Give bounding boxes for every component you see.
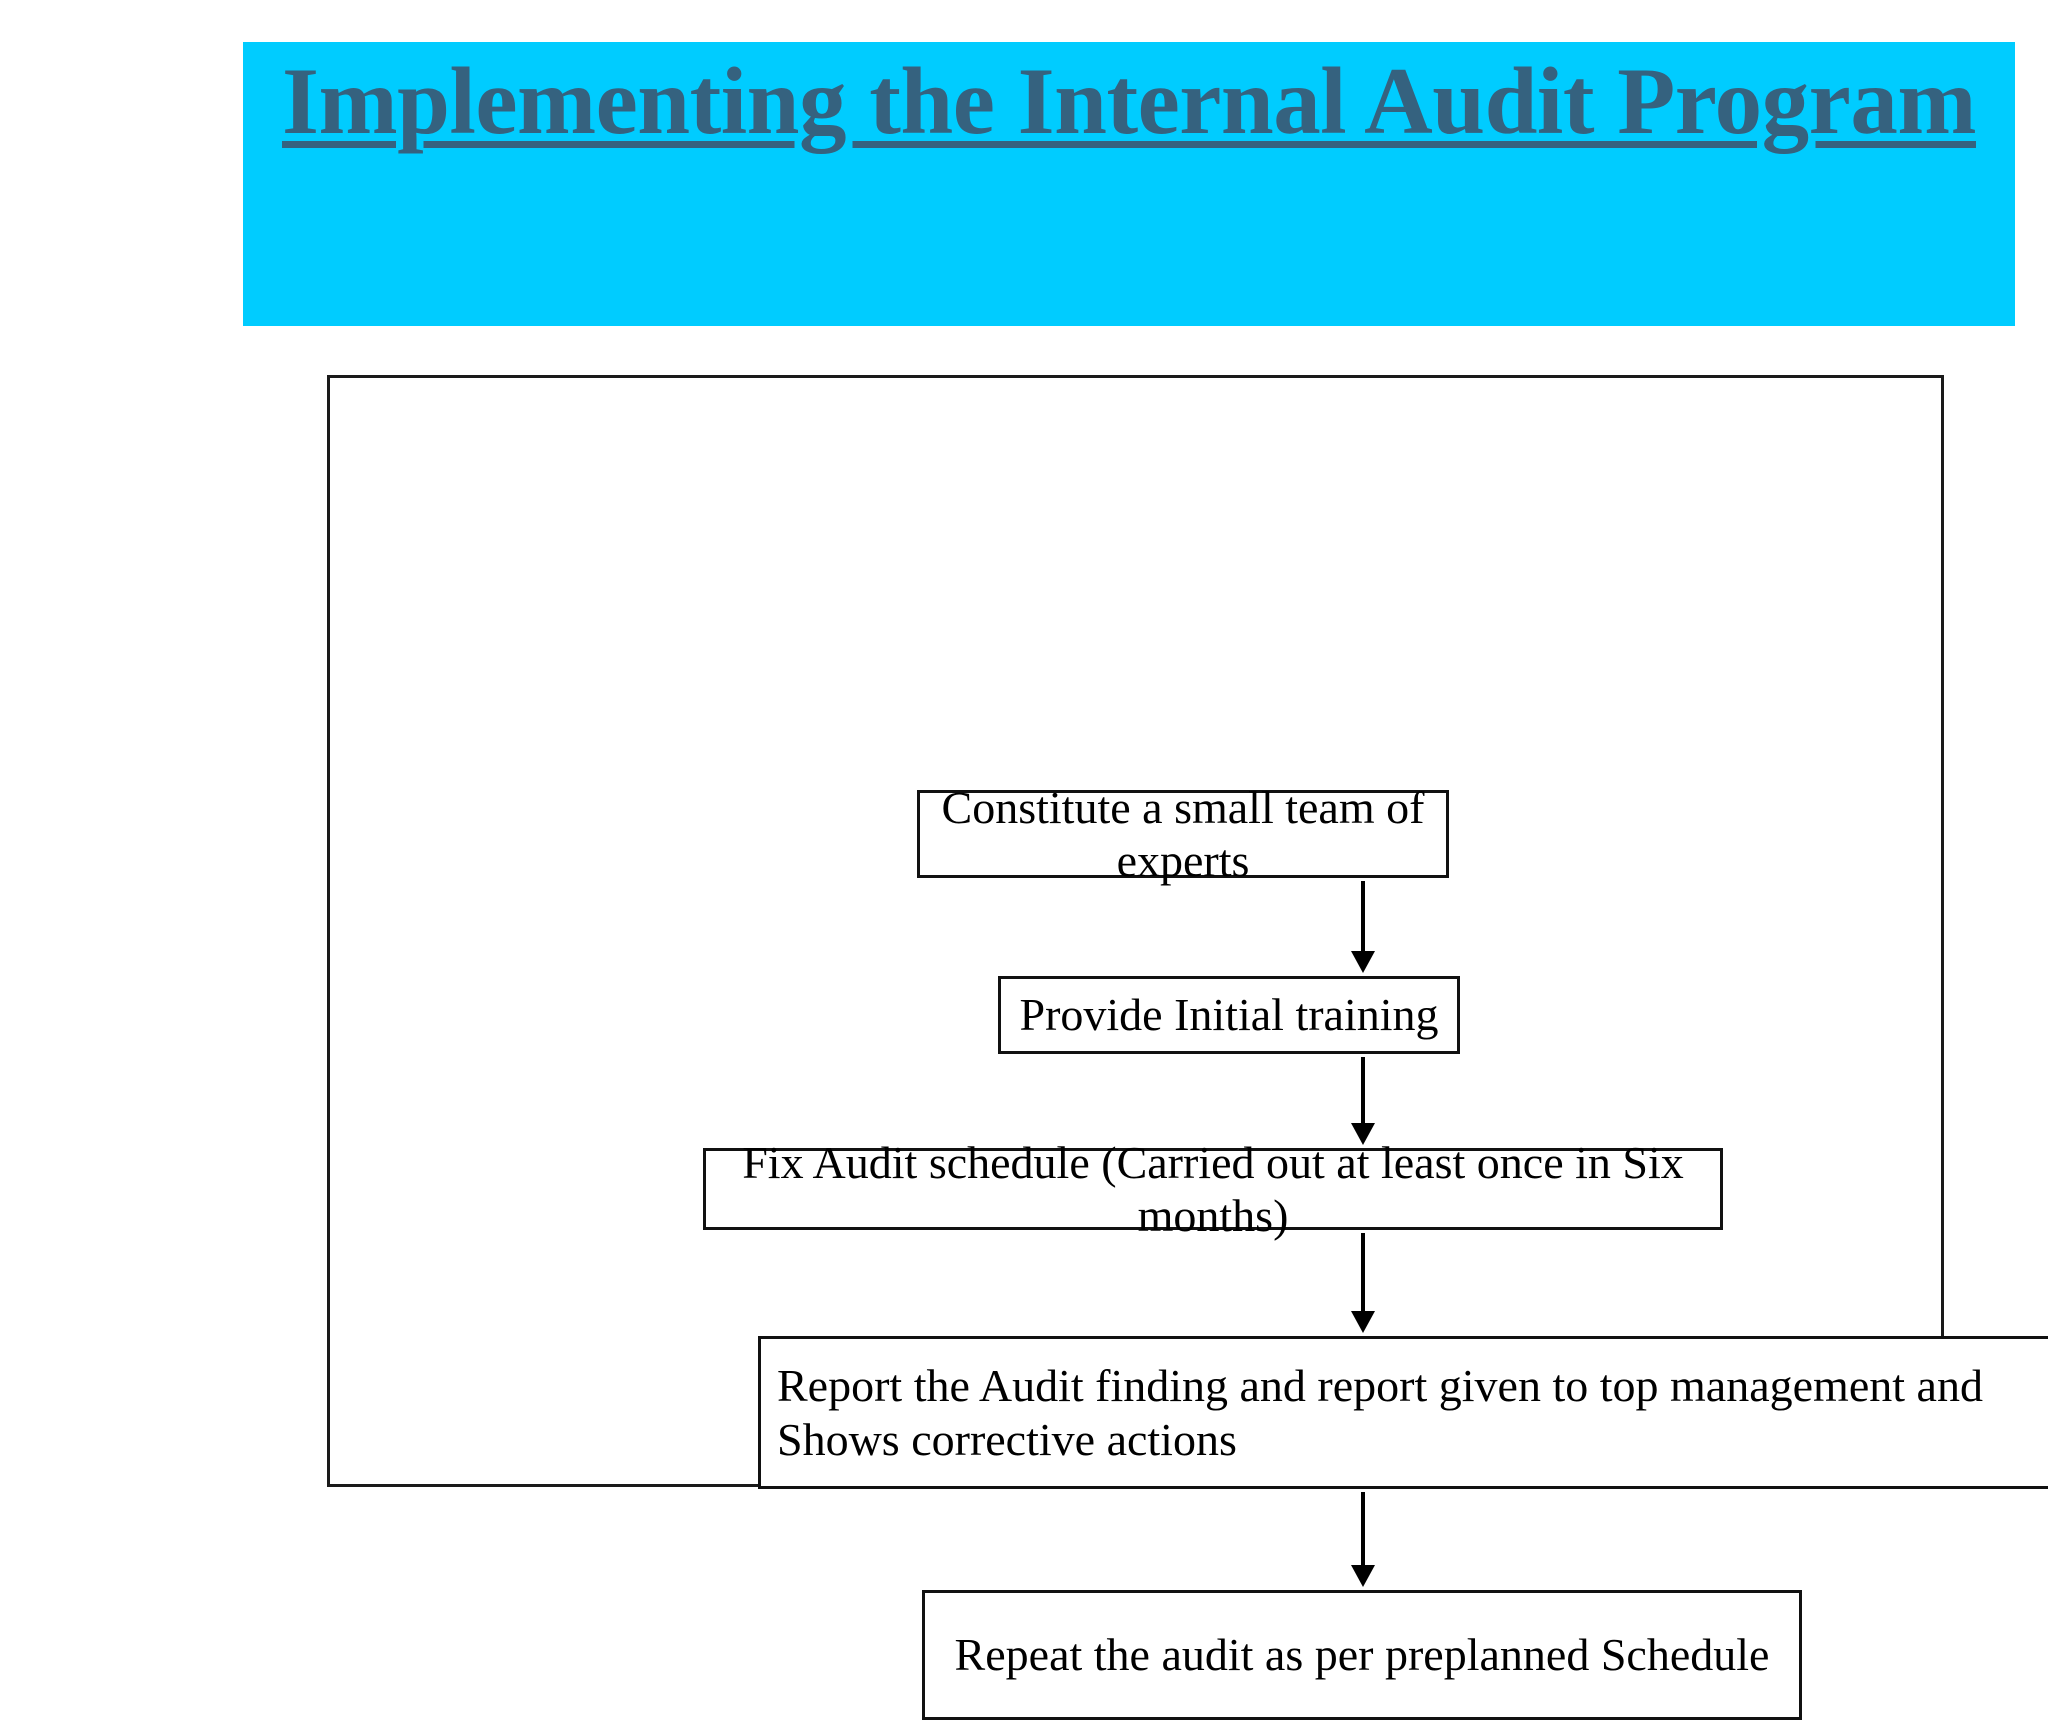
arrow-down-icon-2 (1348, 1057, 1378, 1145)
arrow-down-icon-1 (1348, 881, 1378, 973)
arrow-shaft (1361, 1233, 1365, 1311)
arrow-down-icon-4 (1348, 1492, 1378, 1587)
flowchart-step-3-label: Fix Audit schedule (Carried out at least… (742, 1136, 1684, 1241)
flowchart-step-4: Report the Audit finding and report give… (758, 1336, 2048, 1489)
arrow-head (1351, 1565, 1375, 1587)
arrow-head (1351, 1311, 1375, 1333)
flowchart-step-1: Constitute a small team of experts (917, 782, 1449, 886)
arrow-head (1351, 951, 1375, 973)
flowchart-step-2: Provide Initial training (998, 976, 1460, 1054)
arrow-shaft (1361, 1057, 1365, 1123)
flowchart-step-4-label: Report the Audit finding and report give… (777, 1360, 1983, 1465)
arrow-head (1351, 1123, 1375, 1145)
flowchart-step-5: Repeat the audit as per preplanned Sched… (922, 1590, 1802, 1720)
arrow-shaft (1361, 881, 1365, 951)
flowchart-step-2-label: Provide Initial training (1019, 989, 1439, 1041)
arrow-down-icon-3 (1348, 1233, 1378, 1333)
page-title: Implementing the Internal Audit Program (282, 48, 1976, 154)
flowchart-container: Constitute a small team of experts Provi… (327, 375, 2048, 1720)
slide-title-banner: Implementing the Internal Audit Program (243, 42, 2015, 326)
flowchart-step-1-label: Constitute a small team of experts (941, 781, 1425, 886)
arrow-shaft (1361, 1492, 1365, 1565)
flowchart-step-3: Fix Audit schedule (Carried out at least… (703, 1137, 1723, 1241)
flowchart-step-5-label: Repeat the audit as per preplanned Sched… (954, 1629, 1770, 1681)
